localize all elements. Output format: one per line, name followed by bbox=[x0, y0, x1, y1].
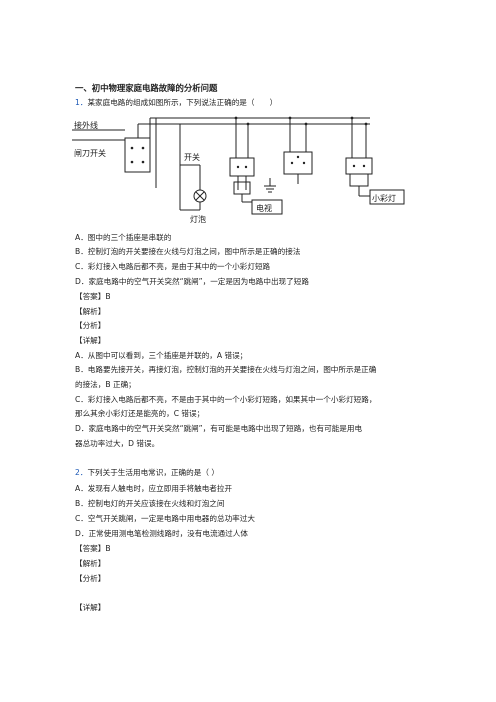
q1-detail-6: D．家庭电路中的空气开关突然“跳闸”，有可能是电路中出现了短路，也有可能是用电 bbox=[75, 424, 363, 433]
q1-jiexi: 【解析】 bbox=[75, 307, 106, 316]
question-2-number: 2． bbox=[75, 468, 88, 477]
main-switch-box bbox=[124, 137, 151, 173]
q1-option-d: D．家庭电路中的空气开关突然“跳闸”，一定是因为电路中出现了短路 bbox=[75, 277, 309, 286]
socket-2 bbox=[283, 151, 313, 175]
question-2-text: 下列关于生活用电常识，正确的是（ ） bbox=[87, 468, 219, 477]
q2-option-a: A．发现有人触电时，应立即用手将触电者拉开 bbox=[75, 484, 233, 493]
question-1-stem: 1．某家庭电路的组成如图所示，下列说法正确的是（ ） bbox=[75, 98, 277, 108]
label-switch: 开关 bbox=[184, 152, 200, 162]
label-main-switch: 闸刀开关 bbox=[74, 148, 106, 158]
socket-3 bbox=[345, 157, 373, 175]
q2-option-d: D．正常使用测电笔检测线路时，没有电流通过人体 bbox=[75, 529, 248, 538]
q1-detail-5: 那么其余小彩灯还是能亮的，C 错误； bbox=[75, 409, 205, 418]
question-1-number: 1． bbox=[75, 98, 88, 107]
lamp-box bbox=[369, 189, 405, 205]
label-incoming: 接外线 bbox=[74, 120, 98, 130]
label-lamp: 小彩灯 bbox=[372, 193, 396, 203]
section-title: 一、初中物理家庭电路故障的分析问题 bbox=[75, 83, 218, 93]
q1-xiangjie: 【详解】 bbox=[75, 336, 106, 345]
label-bulb: 灯泡 bbox=[190, 214, 206, 224]
socket-1 bbox=[229, 157, 255, 177]
q1-option-c: C．彩灯接入电路后都不亮，是由于其中的一个小彩灯短路 bbox=[75, 262, 271, 271]
label-tv: 电视 bbox=[256, 203, 272, 213]
q2-jiexi: 【解析】 bbox=[75, 559, 106, 568]
q1-detail-3: 的接法，B 正确； bbox=[75, 380, 136, 389]
q2-option-b: B．控制电灯的开关应该接在火线和灯泡之间 bbox=[75, 499, 225, 508]
q1-fenxi: 【分析】 bbox=[75, 321, 106, 330]
q1-detail-1: A．从图中可以看到，三个插座是并联的，A 错误； bbox=[75, 351, 248, 360]
q1-option-a: A．图中的三个插座是串联的 bbox=[75, 233, 172, 242]
q2-answer: 【答案】B bbox=[75, 544, 111, 553]
question-1-text: 某家庭电路的组成如图所示，下列说法正确的是（ ） bbox=[87, 98, 278, 107]
circuit-diagram: 接外线 闸刀开关 开关 灯泡 电视 小彩灯 bbox=[72, 116, 405, 224]
question-2-stem: 2．下列关于生活用电常识，正确的是（ ） bbox=[75, 468, 219, 478]
q2-option-c: C．空气开关跳闸，一定是电路中用电器的总功率过大 bbox=[75, 514, 255, 523]
q2-fenxi: 【分析】 bbox=[75, 574, 106, 583]
q1-detail-2: B．电路要先接开关，再接灯泡，控制灯泡的开关要接在火线与灯泡之间，图中所示是正确 bbox=[75, 365, 377, 374]
q1-answer: 【答案】B bbox=[75, 292, 111, 301]
tv-box bbox=[251, 199, 283, 215]
q1-option-b: B．控制灯泡的开关要接在火线与灯泡之间，图中所示是正确的接法 bbox=[75, 247, 301, 256]
q2-xiangjie: 【详解】 bbox=[75, 603, 106, 612]
q1-detail-7: 器总功率过大，D 错误。 bbox=[75, 439, 160, 448]
q1-detail-4: C．彩灯接入电路后都不亮，不是由于其中的一个小彩灯短路，如果其中一个小彩灯短路， bbox=[75, 395, 377, 404]
